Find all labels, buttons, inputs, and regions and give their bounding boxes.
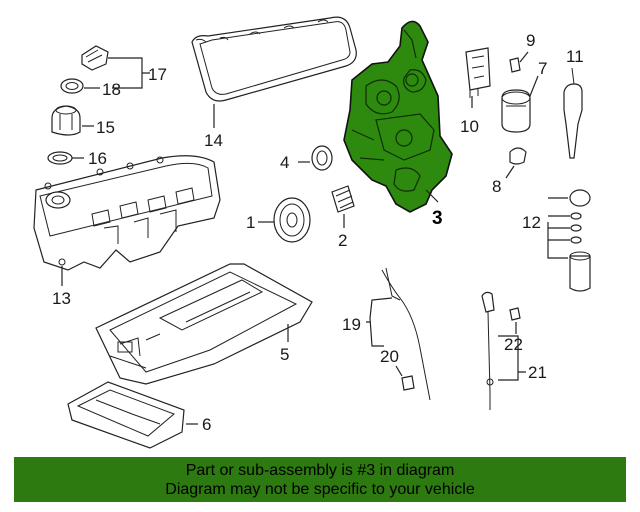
seal-ring-part-18[interactable] <box>60 78 84 94</box>
callout-12-leader <box>547 197 570 259</box>
diagram-notice-banner: Part or sub-assembly is #3 in diagram Di… <box>14 457 626 502</box>
dipstick-part-21[interactable] <box>481 291 495 410</box>
callout-3: 3 <box>432 208 443 229</box>
timing-cover-part-3-highlighted[interactable] <box>343 20 453 213</box>
grommet-part-20[interactable] <box>401 375 415 391</box>
callout-20-leader <box>395 365 403 377</box>
oil-filter-part-12[interactable] <box>569 189 591 292</box>
callout-4: 4 <box>280 153 289 172</box>
valve-cover-part-13[interactable] <box>33 155 221 271</box>
callout-7: 7 <box>538 59 547 78</box>
callout-21: 21 <box>528 363 547 382</box>
filter-housing-part-7[interactable] <box>501 89 531 133</box>
callout-8: 8 <box>492 177 501 196</box>
callout-6: 6 <box>202 415 211 434</box>
callout-1: 1 <box>246 213 255 232</box>
notice-line-part: Part or sub-assembly is #3 in diagram <box>185 462 455 479</box>
callout-19-leader <box>366 297 393 347</box>
spring-part-2[interactable] <box>331 185 355 213</box>
callout-21-leader <box>498 335 526 381</box>
callout-2: 2 <box>338 231 347 250</box>
callout-20: 20 <box>380 347 399 366</box>
callout-11: 11 <box>566 47 584 66</box>
callout-16: 16 <box>88 149 107 168</box>
callout-18: 18 <box>102 80 121 99</box>
callout-12: 12 <box>522 213 541 232</box>
o-ring-part-22[interactable] <box>509 307 521 321</box>
callout-8-leader <box>505 165 515 179</box>
callout-10: 10 <box>460 117 479 136</box>
bracket-part-10[interactable] <box>465 47 491 98</box>
callout-17: 17 <box>148 65 167 84</box>
callout-13: 13 <box>52 289 71 308</box>
exploded-parts-diagram: 17 18 15 16 14 13 <box>33 16 591 449</box>
upper-oil-pan-part-5[interactable] <box>95 263 313 385</box>
callout-14: 14 <box>204 131 223 150</box>
callout-7-leader <box>529 75 539 97</box>
lower-oil-pan-part-6[interactable] <box>67 381 185 449</box>
grommet-part-8[interactable] <box>509 147 527 165</box>
callout-9: 9 <box>526 31 535 50</box>
callout-22: 22 <box>504 335 523 354</box>
callout-17-18-leader <box>108 57 150 89</box>
valve-cover-gasket-part-14[interactable] <box>191 16 357 102</box>
callout-9-leader <box>519 51 529 63</box>
callout-15: 15 <box>96 118 115 137</box>
notice-line-disclaimer: Diagram may not be specific to your vehi… <box>165 481 475 498</box>
callout-5: 5 <box>280 345 289 364</box>
callout-3-leader <box>425 189 439 203</box>
oil-filler-cap-part[interactable] <box>81 45 109 71</box>
crankshaft-pulley-part-1[interactable] <box>273 197 311 243</box>
dipstick-guide-part-19[interactable] <box>381 267 431 401</box>
dipstick-tube-part-11[interactable] <box>563 67 583 159</box>
gasket-ring-part-16[interactable] <box>47 151 73 165</box>
breather-part-15[interactable] <box>51 105 81 136</box>
callout-19: 19 <box>342 315 361 334</box>
seal-part-4[interactable] <box>311 145 333 171</box>
sensor-part-9[interactable] <box>509 57 521 73</box>
